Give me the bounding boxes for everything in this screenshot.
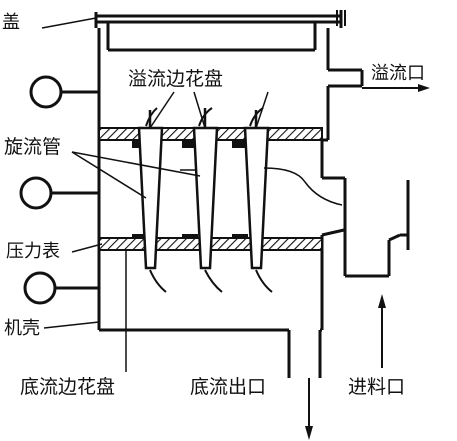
housing-label: 机壳 bbox=[4, 318, 40, 339]
cyclone-tube-1 bbox=[137, 110, 164, 270]
overflow-outlet-label: 溢流口 bbox=[371, 63, 425, 84]
lid bbox=[94, 10, 346, 52]
underflow-outlet-label: 底流出口 bbox=[190, 376, 267, 398]
underflow-disc-label: 底流边花盘 bbox=[20, 376, 116, 398]
overflow-disc-label: 溢流边花盘 bbox=[128, 68, 224, 90]
pressure-gauge-top bbox=[29, 75, 99, 109]
leader-lines bbox=[41, 17, 269, 372]
pressure-gauge-label: 压力表 bbox=[6, 241, 60, 262]
lid-label: 盖 bbox=[2, 12, 20, 33]
underflow-outlet-arrow bbox=[305, 378, 313, 440]
cyclone-tube-label: 旋流管 bbox=[4, 136, 62, 158]
cyclone-tube-3 bbox=[243, 110, 270, 270]
housing-shell bbox=[97, 28, 364, 378]
feed-inlet-arrow bbox=[378, 294, 386, 368]
overflow-outlet-arrow bbox=[362, 84, 430, 92]
cyclone-tube-2 bbox=[192, 108, 219, 270]
feed-flow-curve bbox=[180, 167, 343, 206]
pressure-gauge-middle bbox=[19, 176, 99, 210]
flow-swirl-marks bbox=[145, 107, 273, 293]
pressure-gauge-bottom bbox=[23, 271, 99, 305]
feed-inlet-pipe bbox=[343, 178, 410, 278]
feed-inlet-label: 进料口 bbox=[348, 376, 406, 398]
